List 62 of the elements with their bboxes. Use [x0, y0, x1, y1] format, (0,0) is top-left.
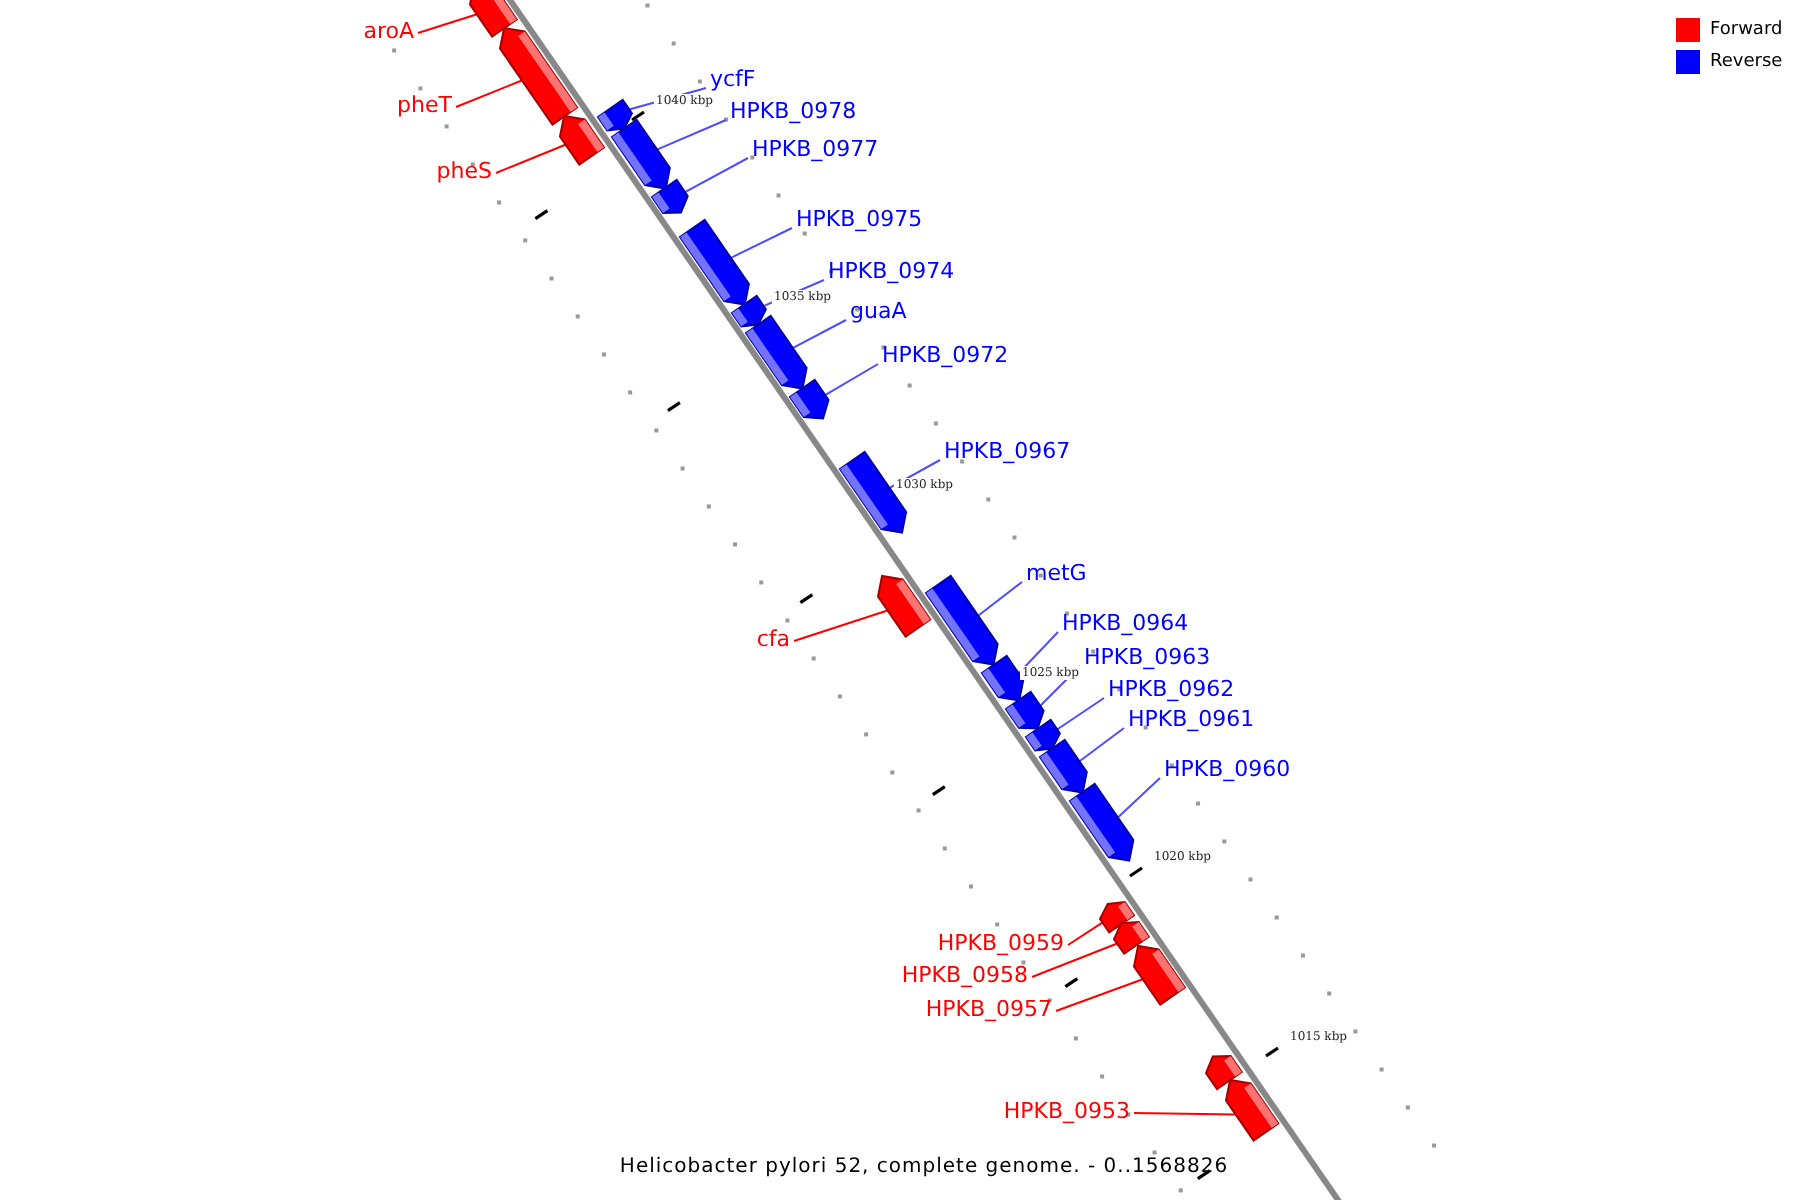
gene-block — [732, 295, 767, 326]
gene-label: HPKB_0962 — [1108, 676, 1235, 702]
leader-line — [1133, 1112, 1237, 1116]
gene-block — [1025, 719, 1060, 750]
caption: Helicobacter pylori 52, complete genome. - 0..1568826 — [617, 1154, 1231, 1180]
leader-line — [455, 79, 523, 108]
gene-label: HPKB_0978 — [730, 98, 857, 124]
gene-label: pheT — [397, 92, 452, 118]
leader-line — [1067, 921, 1104, 946]
leader-line — [655, 119, 727, 151]
gene-label: HPKB_0963 — [1084, 644, 1211, 670]
leader-line — [1056, 697, 1105, 731]
leader-line — [1055, 978, 1144, 1012]
gene-block — [790, 379, 830, 419]
gene-block — [680, 219, 750, 305]
legend-label: Reverse — [1710, 50, 1783, 76]
gene-label: HPKB_0959 — [937, 930, 1064, 956]
leader-line — [1031, 942, 1119, 978]
gene-block — [981, 655, 1023, 701]
leader-line — [730, 227, 793, 259]
leader-line — [977, 581, 1023, 617]
leader-line — [417, 13, 478, 34]
gene-block — [1225, 1079, 1278, 1141]
gene-label: HPKB_0960 — [1164, 756, 1291, 782]
leader-line — [1017, 631, 1059, 675]
gene-block — [926, 575, 998, 665]
gene-block — [652, 179, 689, 213]
leader-line — [792, 319, 847, 349]
gene-label: HPKB_0974 — [828, 258, 955, 284]
legend-label: Forward — [1710, 18, 1783, 44]
gene-label: HPKB_0972 — [882, 342, 1009, 368]
gene-label: HPKB_0964 — [1062, 610, 1189, 636]
gene-label: cfa — [756, 626, 790, 652]
leader-line — [793, 609, 889, 642]
gene-label: HPKB_0967 — [944, 438, 1071, 464]
leader-line — [824, 363, 879, 396]
gene-label: aroA — [363, 18, 414, 44]
gene-block — [1006, 691, 1044, 729]
gene-label: HPKB_0975 — [796, 206, 923, 232]
gene-label: HPKB_0958 — [901, 962, 1028, 988]
leader-line — [495, 143, 567, 174]
leader-line — [889, 459, 941, 489]
gene-label: HPKB_0977 — [752, 136, 879, 162]
gene-label: HPKB_0953 — [1003, 1098, 1130, 1124]
gene-label: ycfF — [710, 66, 756, 92]
gene-block — [597, 99, 632, 130]
gene-block — [746, 315, 808, 389]
leader-line — [1078, 727, 1125, 763]
gene-label: HPKB_0957 — [925, 996, 1052, 1022]
gene-label: metG — [1026, 560, 1087, 586]
gene-block — [499, 27, 577, 125]
gene-block — [611, 119, 670, 189]
leader-line — [1116, 777, 1161, 819]
gene-label: pheS — [436, 158, 492, 184]
gene-block — [560, 115, 605, 165]
gene-label: guaA — [850, 298, 907, 324]
gene-block — [1069, 783, 1133, 861]
gene-label: HPKB_0961 — [1128, 706, 1255, 732]
gene-block — [877, 575, 931, 637]
leader-line — [684, 157, 749, 193]
gene-block — [1039, 739, 1087, 793]
gene-block — [1133, 945, 1184, 1005]
